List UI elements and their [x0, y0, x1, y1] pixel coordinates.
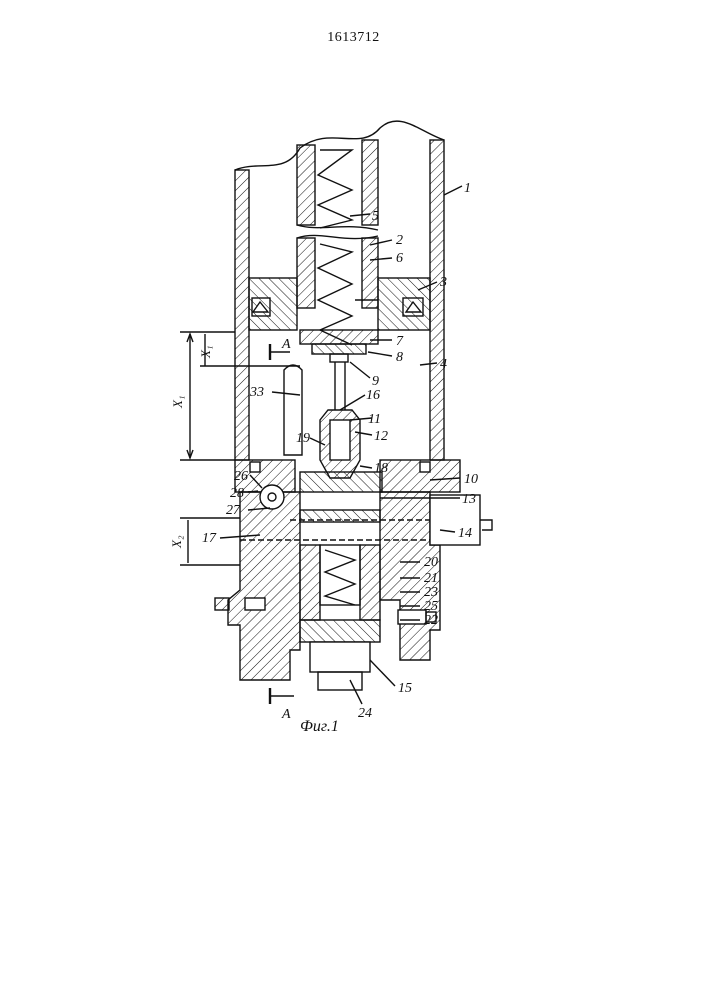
callout-5: 5 — [372, 209, 379, 224]
section-marker-bottom: А — [281, 707, 291, 722]
callout-11: 11 — [368, 412, 381, 427]
callout-6: 6 — [396, 251, 403, 266]
dimension-x1-large: X₁ — [170, 396, 185, 409]
dimension-x2: X₂ — [169, 535, 184, 549]
callout-28: 28 — [230, 486, 244, 501]
callout-22: 22 — [424, 613, 438, 628]
callout-8: 8 — [396, 350, 403, 365]
callout-27: 27 — [226, 503, 241, 518]
callout-15: 15 — [398, 681, 412, 696]
dimension-x1-small: X₁ — [198, 346, 213, 359]
callout-20: 20 — [424, 555, 438, 570]
callout-10: 10 — [464, 472, 478, 487]
break-line — [235, 121, 444, 170]
callout-24: 24 — [358, 706, 372, 721]
callout-7: 7 — [396, 334, 404, 349]
cylinder-wall-right — [430, 140, 444, 460]
callout-18: 18 — [374, 461, 388, 476]
spring-5 — [318, 150, 352, 228]
callout-14: 14 — [458, 526, 472, 541]
callout-17: 17 — [202, 531, 217, 546]
callout-16: 16 — [366, 388, 380, 403]
figure-caption: Фиг.1 — [300, 718, 339, 736]
piston-left — [249, 278, 297, 330]
callout-25: 25 — [424, 599, 438, 614]
callout-1: 1 — [464, 181, 471, 196]
callout-12: 12 — [374, 429, 388, 444]
callout-4: 4 — [440, 357, 447, 372]
callout-21: 21 — [424, 571, 438, 586]
callout-23: 23 — [424, 585, 438, 600]
callout-26: 26 — [234, 469, 248, 484]
section-marker-top: А — [281, 337, 291, 352]
callout-3: 3 — [439, 275, 447, 290]
cylinder-wall-left — [235, 170, 249, 460]
piston-right — [378, 278, 430, 330]
callout-19: 19 — [296, 431, 310, 446]
callout-2: 2 — [396, 233, 403, 248]
callout-33: 33 — [249, 385, 264, 400]
callout-9: 9 — [372, 374, 379, 389]
callout-13: 13 — [462, 492, 476, 507]
